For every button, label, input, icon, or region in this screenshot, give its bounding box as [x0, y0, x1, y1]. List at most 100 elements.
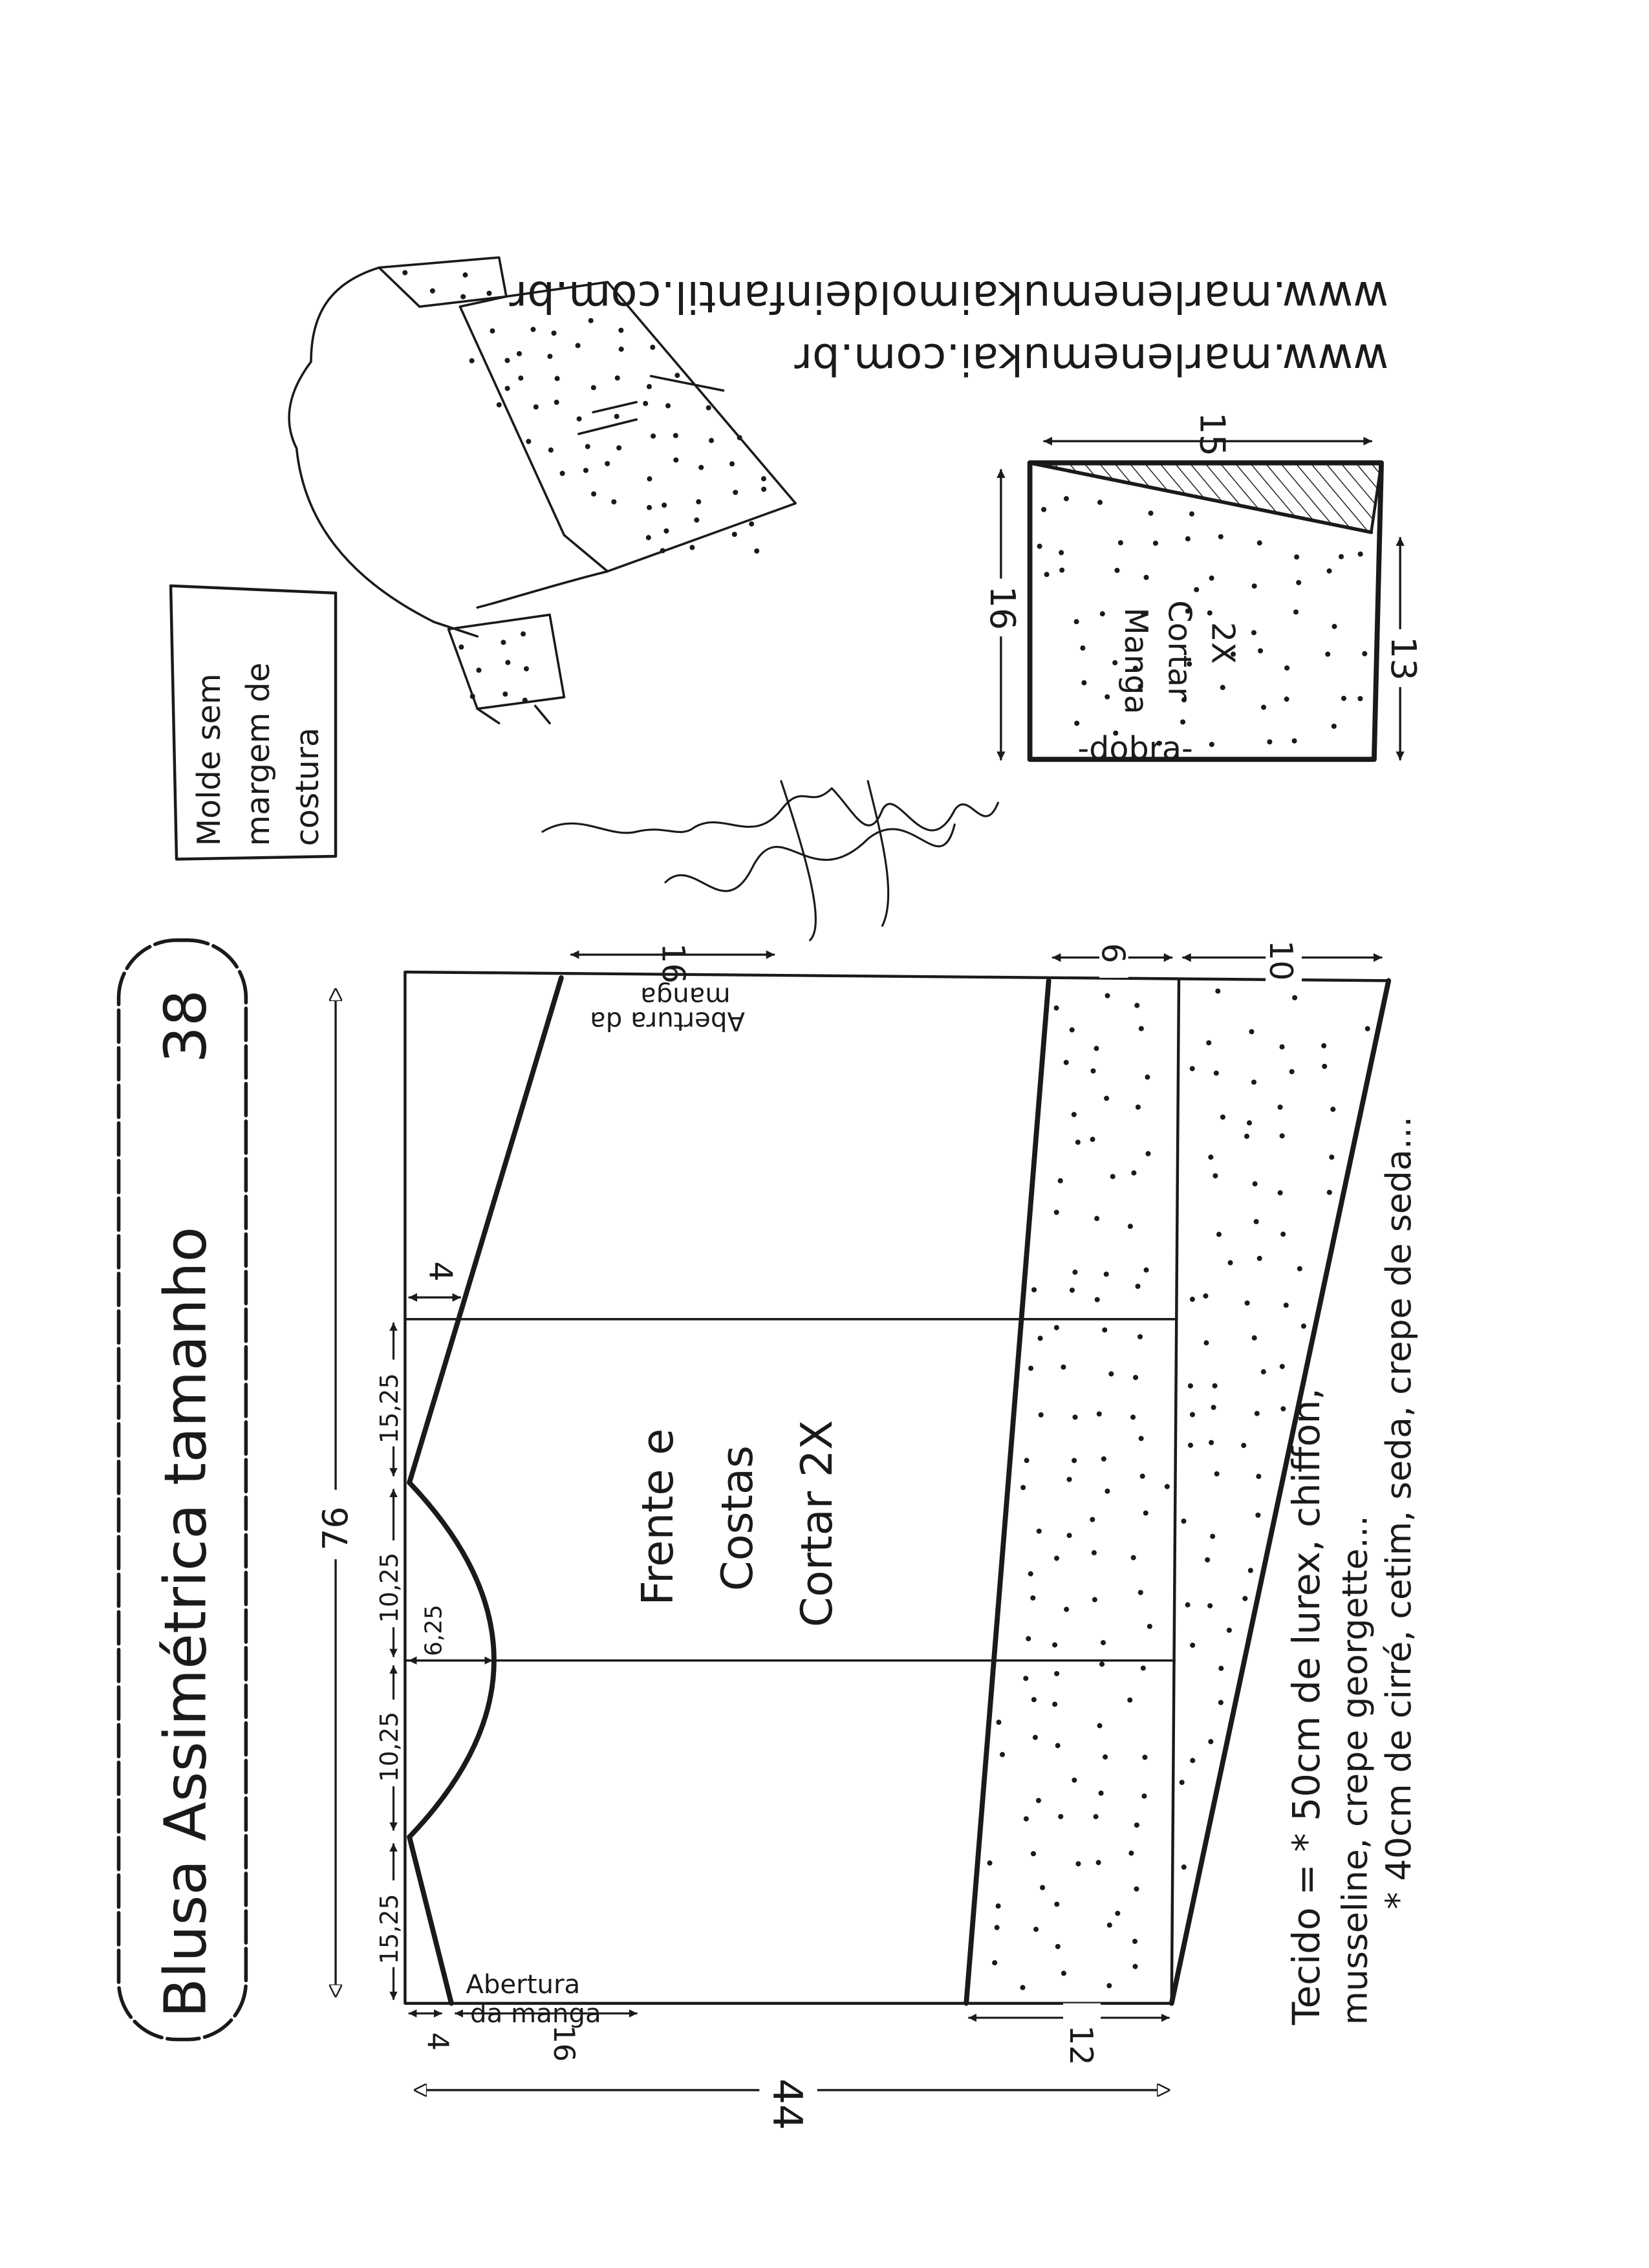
polka-dot	[1020, 1985, 1026, 1991]
polka-dot	[665, 403, 671, 409]
polka-dot	[1103, 1271, 1109, 1277]
sleeve-opening-top-2: manga	[640, 982, 731, 1011]
polka-dot	[1094, 1216, 1100, 1222]
fabric-line-2: musseline, crepe georgette...	[1335, 1515, 1375, 2025]
polka-dot	[1189, 1412, 1196, 1418]
polka-dot	[1053, 1324, 1059, 1330]
polka-dot	[1251, 630, 1256, 636]
polka-dot	[588, 318, 594, 323]
main-piece: Frente e Costas Cortar 2X Abertura da ma…	[307, 933, 1392, 2141]
polka-dot	[1072, 1458, 1077, 1463]
polka-dot	[1138, 1026, 1144, 1031]
polka-dot	[1058, 1813, 1064, 1820]
polka-dot	[1220, 1114, 1225, 1120]
polka-dot	[1105, 694, 1110, 700]
polka-dot	[551, 330, 557, 336]
polka-dot	[1036, 1528, 1042, 1534]
dim-bottom-12: 12	[1062, 2025, 1100, 2066]
polka-dot	[1185, 536, 1191, 542]
polka-dot	[1325, 651, 1331, 657]
polka-dot	[1132, 1938, 1138, 1944]
polka-dot	[1244, 1300, 1250, 1306]
polka-dot	[1069, 1287, 1075, 1293]
polka-dot	[1296, 579, 1302, 585]
polka-dot	[1357, 696, 1363, 702]
fabric-notes: Tecido = * 50cm de lurex, chiffon, musse…	[1284, 1116, 1419, 2025]
polka-dot	[1207, 1603, 1213, 1608]
polka-dot	[1300, 1323, 1306, 1329]
polka-dot	[1322, 1063, 1328, 1069]
polka-dot	[1054, 1670, 1060, 1676]
polka-dot	[1260, 1369, 1266, 1375]
polka-dot	[616, 445, 622, 451]
polka-dot	[1185, 608, 1191, 614]
polka-dot	[583, 468, 588, 473]
title-size: 38	[153, 989, 220, 1063]
polka-dot	[1364, 1026, 1370, 1031]
polka-dot	[1187, 661, 1192, 667]
polka-dot	[1028, 1571, 1033, 1577]
polka-dot	[696, 499, 702, 504]
polka-dot	[1134, 1002, 1140, 1008]
title-cloud: Blusa Assimétrica tamanho 38	[116, 938, 248, 2042]
polka-dot	[1208, 1739, 1214, 1745]
polka-dot	[1142, 1755, 1148, 1760]
polka-dot	[496, 402, 502, 407]
polka-dot	[1258, 648, 1264, 654]
polka-dot	[1261, 704, 1267, 710]
polka-dot	[585, 444, 590, 449]
piece-label-1: Frente e	[632, 1429, 683, 1606]
polka-dot	[1000, 1752, 1006, 1758]
polka-dot	[576, 416, 582, 422]
polka-dot	[1209, 1440, 1214, 1445]
polka-dot	[1033, 1927, 1039, 1932]
polka-dot	[1147, 1623, 1152, 1629]
polka-dot	[662, 502, 667, 508]
polka-dot	[729, 461, 735, 467]
polka-dot	[618, 327, 624, 333]
polka-dot	[1203, 1293, 1209, 1299]
polka-dot	[1293, 609, 1299, 615]
sleeve-right-value: 13	[1383, 636, 1424, 680]
polka-dot	[1096, 1411, 1102, 1417]
polka-dot	[1055, 1943, 1061, 1949]
polka-dot	[689, 545, 695, 550]
polka-dot	[1321, 1043, 1327, 1049]
polka-dot	[1216, 1231, 1222, 1237]
polka-dot	[650, 345, 656, 351]
polka-dot	[1210, 1533, 1216, 1539]
polka-dot	[1057, 1178, 1063, 1183]
polka-dot	[760, 476, 766, 482]
polka-dot	[1190, 1758, 1196, 1764]
polka-dot	[1137, 1590, 1143, 1595]
polka-dot	[1094, 1046, 1099, 1052]
polka-dot	[1209, 575, 1214, 581]
polka-dot	[1227, 1260, 1233, 1266]
dim-top-10: 10	[1262, 940, 1300, 981]
sleeve-left-value: 16	[982, 586, 1023, 630]
polka-dot	[643, 400, 649, 406]
note-line-2: margem de	[239, 662, 277, 846]
polka-dot	[1230, 651, 1236, 657]
polka-dot	[1203, 1340, 1209, 1346]
polka-dot	[1113, 730, 1119, 736]
polka-dot	[1112, 660, 1118, 665]
dim-seg2: 10,25	[375, 1553, 404, 1623]
polka-dot	[996, 1720, 1002, 1725]
polka-dot	[1267, 739, 1273, 745]
polka-dot	[992, 1960, 998, 1966]
polka-dot	[1218, 534, 1223, 539]
polka-dot	[1148, 510, 1154, 516]
polka-dot	[462, 272, 468, 278]
polka-dot	[1075, 1139, 1081, 1145]
polka-dot	[1194, 587, 1200, 592]
polka-dot	[698, 464, 704, 470]
polka-dot	[1037, 543, 1042, 549]
polka-dot	[611, 499, 617, 505]
dim-width-44: 44	[764, 2079, 812, 2130]
polka-dot	[645, 535, 651, 541]
polka-dot	[1218, 1700, 1223, 1705]
polka-dot	[554, 376, 560, 382]
polka-dot	[559, 470, 565, 477]
fabric-line-3: * 40cm de cirré, cetim, seda, crepe de s…	[1378, 1116, 1419, 1909]
